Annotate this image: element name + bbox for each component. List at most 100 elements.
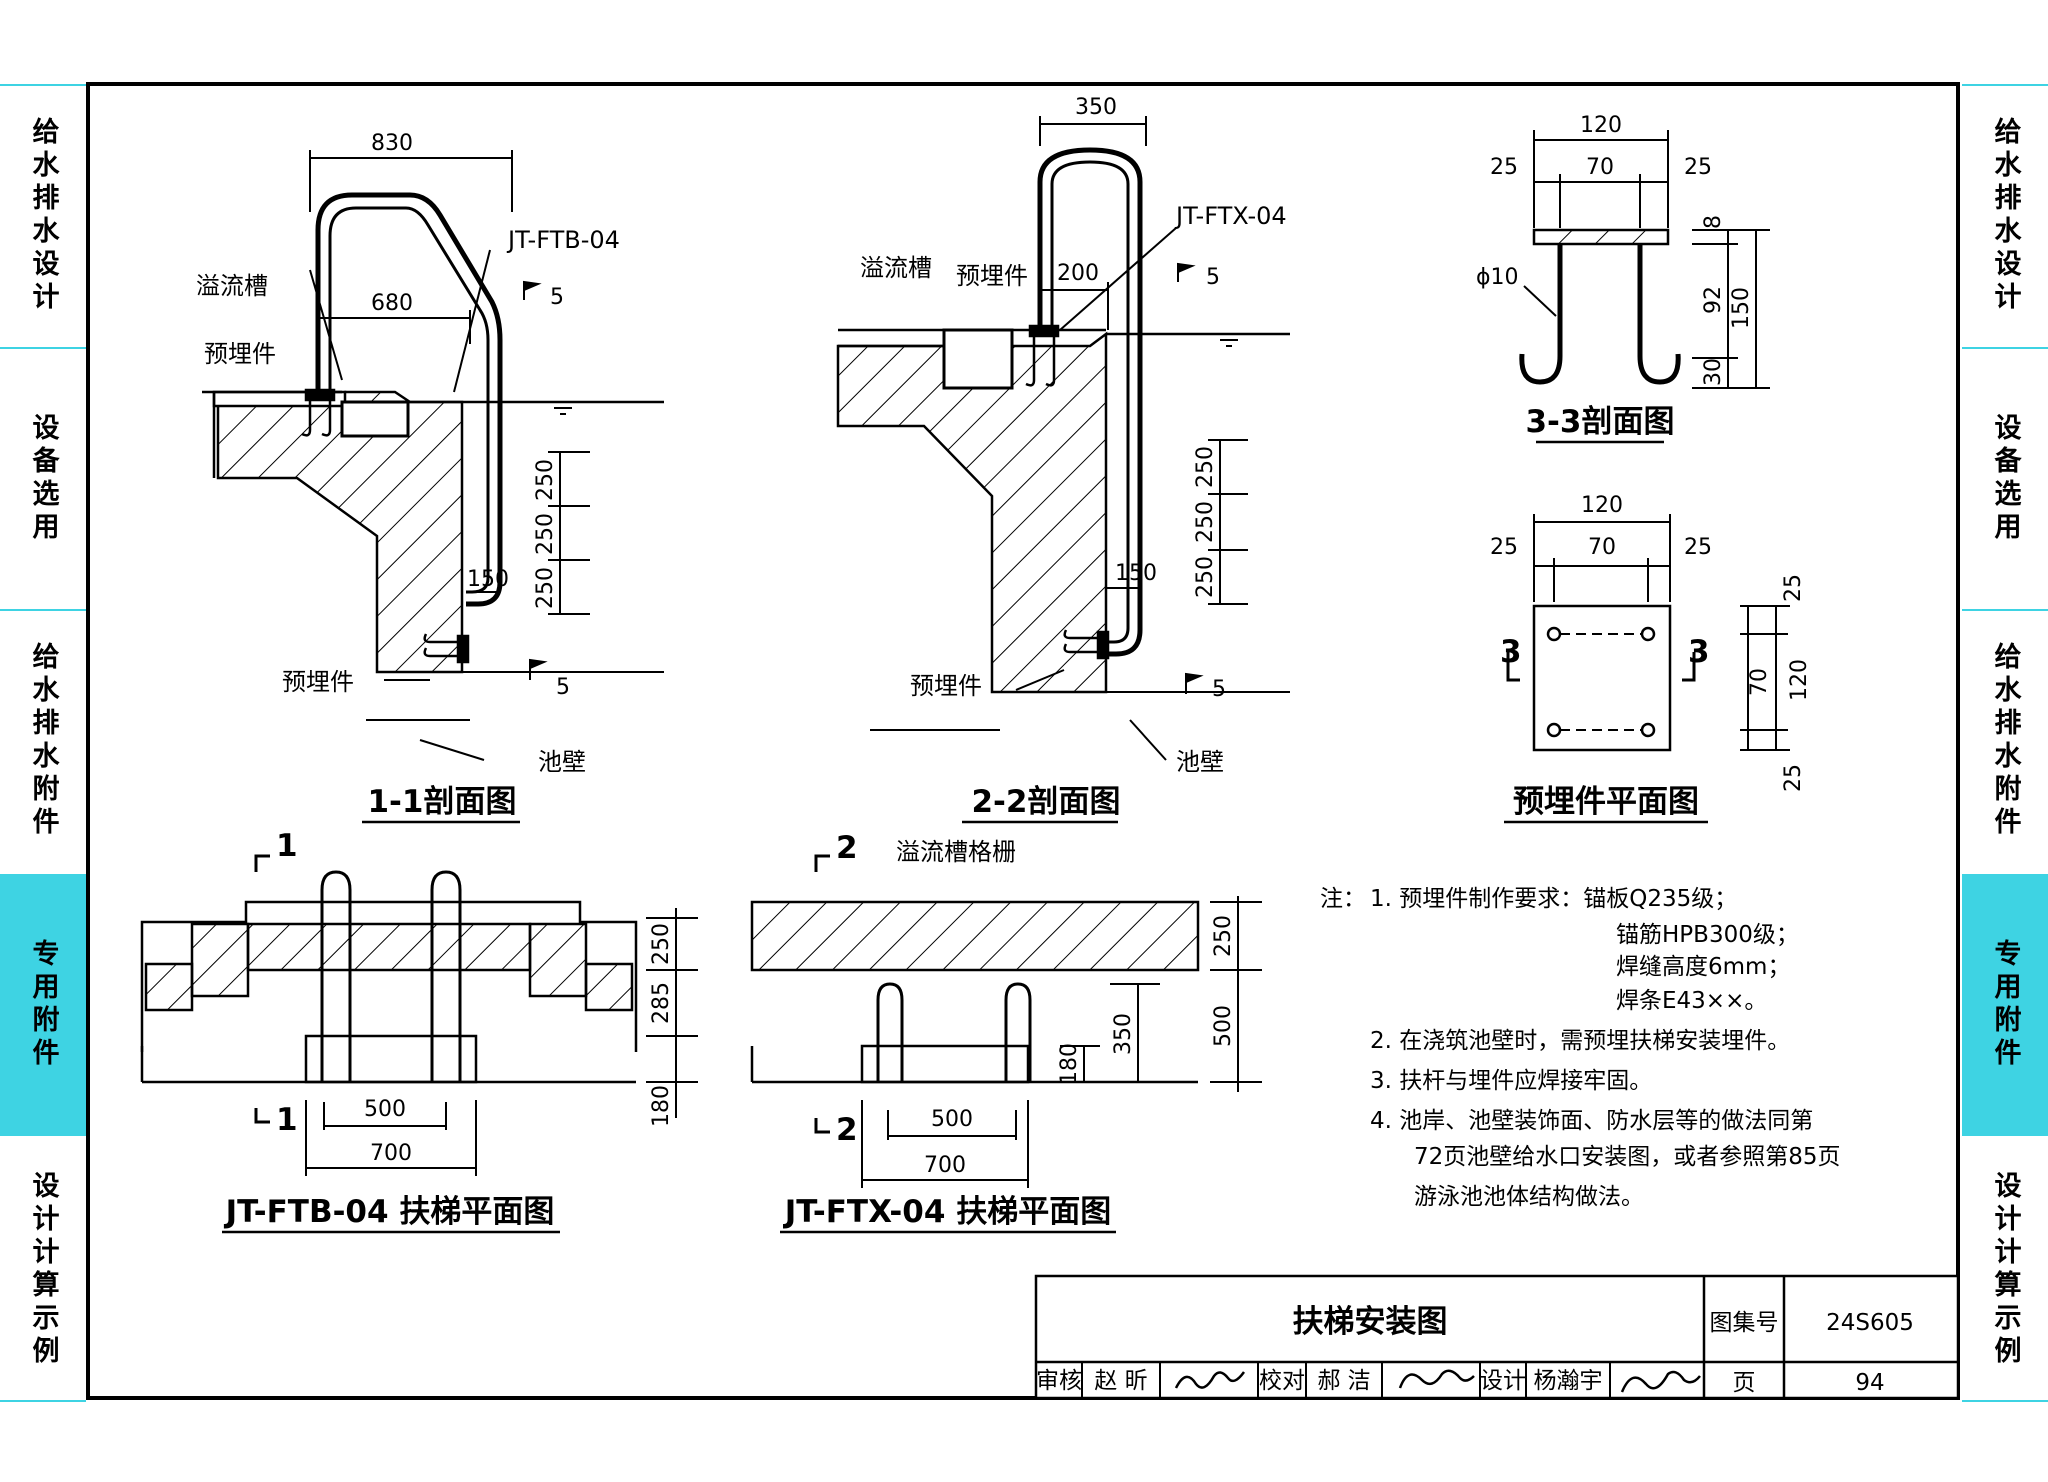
dim-250: 250 [1193,446,1218,488]
dim-200: 200 [1057,261,1099,286]
overflow-grate [246,922,532,972]
dim-120: 120 [1581,493,1623,518]
side-tab-label: 给水排水附件 [1989,642,2021,840]
step-base [860,1044,1030,1084]
side-tab-label: 给水排水设计 [27,117,59,315]
tab-divider [1962,1400,2048,1402]
overflow-trough [942,328,1014,390]
section-mark [814,854,830,872]
section-mark [814,1118,830,1134]
side-tab-label: 专用附件 [1989,939,2021,1071]
dim-180: 180 [1057,1043,1082,1085]
dim-830: 830 [371,131,413,156]
section-1-1 [202,192,664,721]
side-tab-label: 设计计算示例 [1989,1171,2021,1369]
anchor-plate [1532,228,1670,246]
dim-250: 250 [649,923,674,965]
label-embed: 预埋件 [956,262,1028,290]
page-label: 页 [1733,1370,1756,1396]
side-tab-right-5[interactable]: 设计计算示例 [1962,1140,2048,1400]
design-label: 设计 [1480,1368,1526,1394]
dim-25: 25 [1684,155,1712,180]
section-3-3 [1519,228,1681,385]
handrail-ftb [315,192,503,607]
notes: 注： 1. 预埋件制作要求：锚板Q235级； 锚筋HPB300级； 焊缝高度6m… [1320,886,1841,1210]
anchor-bar-left [1519,244,1563,385]
atlas-number: 24S605 [1826,1310,1914,1336]
overflow-trough [340,400,410,438]
dim-8: 8 [1701,215,1726,229]
side-tab-left-1[interactable]: 给水排水设计 [0,86,86,346]
weld-symbol: 5 [550,285,564,310]
ftx-plan-dims [861,896,1262,1188]
dim-120: 120 [1787,659,1812,701]
side-tab-left-4[interactable]: 专用附件 [0,874,86,1136]
embed-plate-bottom [1096,630,1110,660]
view-title: 2-2剖面图 [971,784,1120,820]
anchor-hole [1640,722,1656,738]
side-tab-right-2[interactable]: 设备选用 [1962,350,2048,608]
ftb-plan-dims [305,908,698,1176]
grate [584,962,634,1012]
note-1-line-3: 焊缝高度6mm； [1616,954,1790,980]
side-tab-right-4[interactable]: 专用附件 [1962,874,2048,1136]
anchor-hole [1546,722,1562,738]
label-pool-wall: 池壁 [1176,748,1224,776]
embed-plate-top [1028,324,1060,338]
dim-180: 180 [649,1085,674,1127]
side-tab-right-3[interactable]: 给水排水附件 [1962,612,2048,870]
side-tab-label: 设计计算示例 [27,1171,59,1369]
notes-heading: 注： [1320,886,1366,912]
dim-70: 70 [1586,155,1614,180]
pool-wall-concrete [836,331,1108,694]
dim-150: 150 [1729,287,1754,329]
section-mark [254,1108,270,1124]
side-tab-left-3[interactable]: 给水排水附件 [0,612,86,870]
section-3-3-dims [1523,130,1770,389]
section-2-2 [836,147,1290,731]
tab-divider [0,84,86,86]
side-tab-right-1[interactable]: 给水排水设计 [1962,86,2048,346]
side-tab-label: 设备选用 [1989,413,2021,545]
dim-500: 500 [1211,1005,1236,1047]
label-model: JT-FTX-04 [1174,202,1287,230]
overflow-grate [750,900,1200,972]
dim-500: 500 [931,1107,973,1132]
section-mark-left [1506,652,1520,682]
dim-30: 30 [1701,358,1726,386]
side-tab-left-2[interactable]: 设备选用 [0,350,86,608]
dim-350: 350 [1111,1013,1136,1055]
pool-wall-concrete [216,390,464,674]
side-tab-left-5[interactable]: 设计计算示例 [0,1140,86,1400]
dim-70: 70 [1747,668,1772,696]
label-embed: 预埋件 [282,668,354,696]
weld-symbol: 5 [556,675,570,700]
view-title: 3-3剖面图 [1525,404,1674,440]
note-4: 4. 池岸、池壁装饰面、防水层等的做法同第 [1370,1108,1813,1134]
designer-signature [1620,1370,1701,1393]
designer-name: 杨瀚宇 [1534,1368,1603,1394]
view-title: 1-1剖面图 [367,784,516,820]
tab-divider [1962,347,2048,349]
side-tab-label: 给水排水设计 [1989,117,2021,315]
dim-25: 25 [1490,155,1518,180]
dim-250: 250 [533,459,558,501]
step-base [304,1034,478,1084]
checker-name: 郝 洁 [1317,1368,1370,1394]
review-label: 审核 [1036,1368,1082,1394]
dim-350: 350 [1075,95,1117,120]
embed-plan [1506,604,1696,752]
view-title: 预埋件平面图 [1513,784,1699,820]
embed-plate-plan [1532,604,1672,752]
label-embed: 预埋件 [204,340,276,368]
dim-250: 250 [533,513,558,555]
note-4-line-2: 72页池壁给水口安装图，或者参照第85页 [1414,1144,1841,1170]
section-2-2-dims [1015,116,1248,761]
drawing-frame [86,82,1960,1400]
section-mark-label: 1 [276,1102,298,1138]
section-mark [254,854,270,872]
atlas-label: 图集号 [1710,1310,1779,1336]
checker-signature [1398,1369,1475,1389]
note-2: 2. 在浇筑池壁时，需预埋扶梯安装埋件。 [1370,1028,1790,1054]
note-1: 1. 预埋件制作要求：锚板Q235级； [1370,886,1737,912]
